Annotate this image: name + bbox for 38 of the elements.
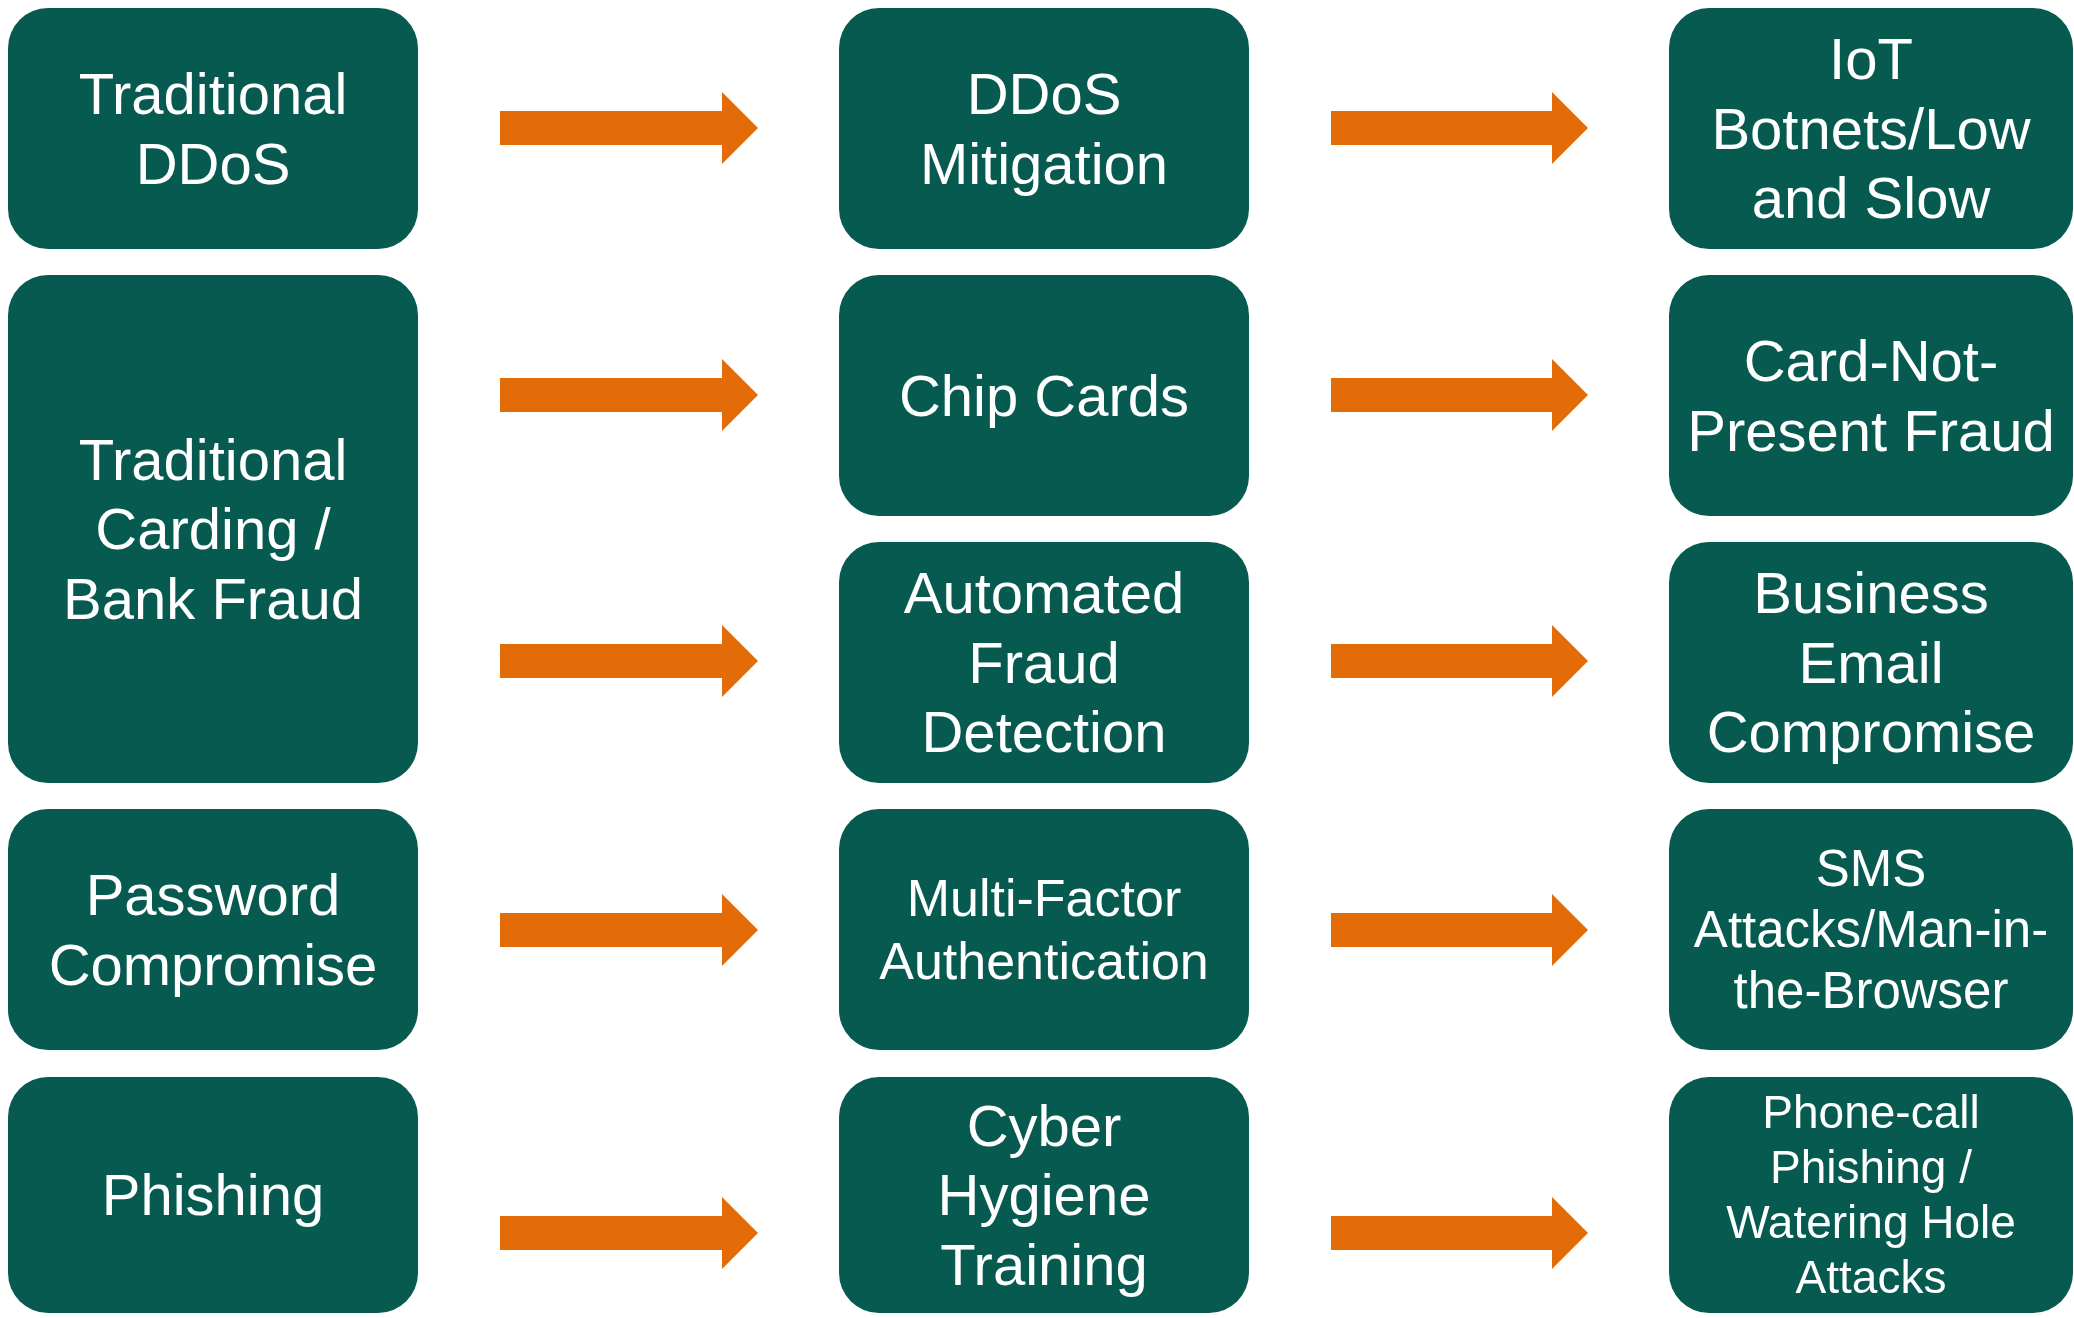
arrow [1331,894,1588,966]
arrow [500,625,758,697]
node-label: Automated Fraud Detection [902,559,1186,767]
process-box [8,1077,418,1313]
node-label: Chip Cards [898,361,1190,430]
node-label: Cyber Hygiene Training [936,1091,1152,1299]
arrow [500,1197,758,1269]
process-box [1669,275,2073,516]
node-label: Password Compromise [47,860,379,999]
node-label: Multi-Factor Authentication [878,868,1210,992]
node-label: SMS Attacks/Man-in-the-Browser [1692,838,2050,1022]
process-box [839,1077,1249,1313]
process-box [8,275,418,783]
arrow [1331,625,1588,697]
process-box [1669,8,2073,249]
process-box [8,809,418,1050]
arrow [500,359,758,431]
node-label: Card-Not-Present Fraud [1686,326,2056,465]
process-box [8,8,418,249]
node-label: Traditional Carding / Bank Fraud [62,425,364,633]
process-box [839,8,1249,249]
arrow [500,894,758,966]
arrow [1331,92,1588,164]
process-box [1669,809,2073,1050]
node-label: Traditional DDoS [77,59,349,198]
node-label: Phone-call Phishing / Watering Hole Attacks [1725,1084,2017,1306]
arrow [500,92,758,164]
node-label: Phishing [101,1161,325,1230]
process-box [839,542,1249,783]
process-box [839,809,1249,1050]
arrow [1331,1197,1588,1269]
arrow [1331,359,1588,431]
node-label: IoT Botnets/Low and Slow [1710,25,2032,233]
node-label: DDoS Mitigation [918,59,1170,198]
process-box [839,275,1249,516]
process-box [1669,1077,2073,1313]
node-label: Business Email Compromise [1705,559,2037,767]
process-box [1669,542,2073,783]
